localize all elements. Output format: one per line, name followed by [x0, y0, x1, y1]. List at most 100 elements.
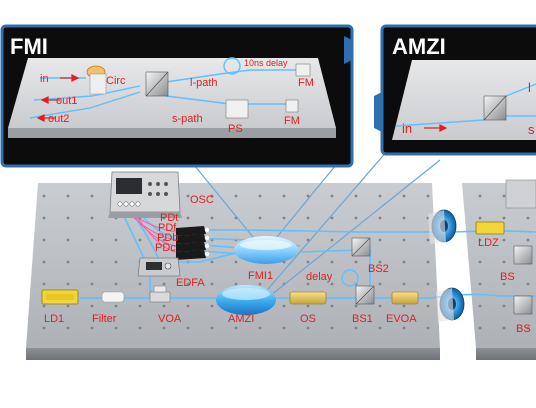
bench-hole — [282, 326, 286, 330]
bench-hole — [526, 238, 530, 242]
fmi1-module — [234, 236, 298, 264]
bench-hole — [478, 304, 482, 308]
bench-hole — [42, 194, 46, 198]
fmi-faraday-mirror-bottom — [285, 99, 299, 113]
fmi-phase-shifter — [225, 99, 249, 119]
bench-hole — [162, 326, 166, 330]
label-delay: delay — [306, 271, 333, 283]
bench-hole — [282, 304, 286, 308]
fmi-label-circ: Circ — [106, 75, 126, 87]
beam-splitter-right-lower — [513, 295, 533, 315]
label-pdb: PDb — [157, 232, 178, 244]
inset-connector-lines — [189, 149, 441, 297]
bench-hole — [502, 238, 506, 242]
bench-hole — [66, 326, 70, 330]
bench-hole — [478, 326, 482, 330]
bench-hole — [378, 216, 382, 220]
bench-hole — [526, 326, 530, 330]
bench-hole — [306, 282, 310, 286]
bench-hole — [378, 260, 382, 264]
bench-hole — [478, 238, 482, 242]
bench-hole — [234, 326, 238, 330]
bench-hole — [502, 304, 506, 308]
label-bs-right-1: BS — [500, 271, 515, 283]
amzi-beam-splitter — [483, 95, 507, 121]
bench-hole — [66, 304, 70, 308]
bench-hole — [234, 194, 238, 198]
bench-hole — [526, 216, 530, 220]
bench-hole — [42, 304, 46, 308]
bench-hole — [330, 304, 334, 308]
bench-hole — [502, 260, 506, 264]
label-filter: Filter — [92, 313, 117, 325]
beam-splitter-bs1 — [355, 285, 375, 305]
amzi-inset: AMZI in l s — [374, 24, 536, 156]
bench-hole — [282, 216, 286, 220]
label-evoa: EVOA — [386, 313, 417, 325]
photodiode-array — [176, 226, 210, 260]
bench-hole — [354, 304, 358, 308]
label-pdc: PDc — [155, 242, 176, 254]
bench-hole — [90, 260, 94, 264]
bench-hole — [502, 282, 506, 286]
bench-hole — [502, 216, 506, 220]
bench-hole — [42, 260, 46, 264]
label-voa: VOA — [158, 313, 182, 325]
bench-hole — [234, 260, 238, 264]
bench-hole — [426, 238, 430, 242]
beam-splitter-bs2 — [351, 237, 371, 257]
bench-hole — [90, 282, 94, 286]
fmi-label-lpath: l-path — [190, 77, 218, 89]
label-ld1: LD1 — [44, 313, 64, 325]
label-os: OS — [300, 313, 316, 325]
bench-hole — [478, 282, 482, 286]
bench-hole — [502, 326, 506, 330]
bench-hole — [426, 282, 430, 286]
bench-hole — [330, 216, 334, 220]
bench-hole — [66, 282, 70, 286]
laser-diode-ldz — [475, 221, 505, 235]
bench-hole — [478, 216, 482, 220]
bench-hole — [478, 260, 482, 264]
bench-hole — [426, 326, 430, 330]
bench-hole — [354, 260, 358, 264]
bench-hole — [186, 326, 190, 330]
label-fmi1: FMI1 — [248, 270, 273, 282]
laser-diode-ld1 — [41, 289, 79, 305]
delay-fiber-loop — [341, 269, 359, 287]
bench-hole — [306, 238, 310, 242]
bench-hole — [502, 194, 506, 198]
fmi-label-delay: 10ns delay — [244, 58, 288, 68]
bench-hole — [186, 282, 190, 286]
bench-hole — [90, 194, 94, 198]
fmi-platform-edge — [8, 128, 336, 138]
bench-hole — [402, 216, 406, 220]
bench-hole — [138, 304, 142, 308]
bench-hole — [114, 304, 118, 308]
bench-hole — [210, 326, 214, 330]
fmi-delay-loop — [223, 57, 241, 75]
edfa-amplifier — [137, 257, 181, 277]
bench-hole — [378, 238, 382, 242]
bench-hole — [258, 194, 262, 198]
bench-hole — [330, 260, 334, 264]
bench-hole — [330, 282, 334, 286]
bench-hole — [426, 260, 430, 264]
bench-hole — [210, 282, 214, 286]
fmi-inset: FMI — [0, 24, 354, 168]
bench-hole — [526, 282, 530, 286]
bench-hole — [306, 216, 310, 220]
amzi-label-lpath: l — [528, 80, 531, 95]
fmi-faraday-mirror-top — [295, 63, 311, 77]
label-edfa: EDFA — [176, 277, 205, 289]
bench-hole — [306, 194, 310, 198]
bench-hole — [42, 238, 46, 242]
bench-hole — [186, 304, 190, 308]
bench-hole — [162, 304, 166, 308]
bench-hole — [402, 194, 406, 198]
bench-hole — [306, 326, 310, 330]
bench-hole — [426, 194, 430, 198]
label-pdf: PDf — [158, 222, 177, 234]
bench-hole — [330, 238, 334, 242]
fmi-label-fm-top: FM — [298, 77, 314, 89]
